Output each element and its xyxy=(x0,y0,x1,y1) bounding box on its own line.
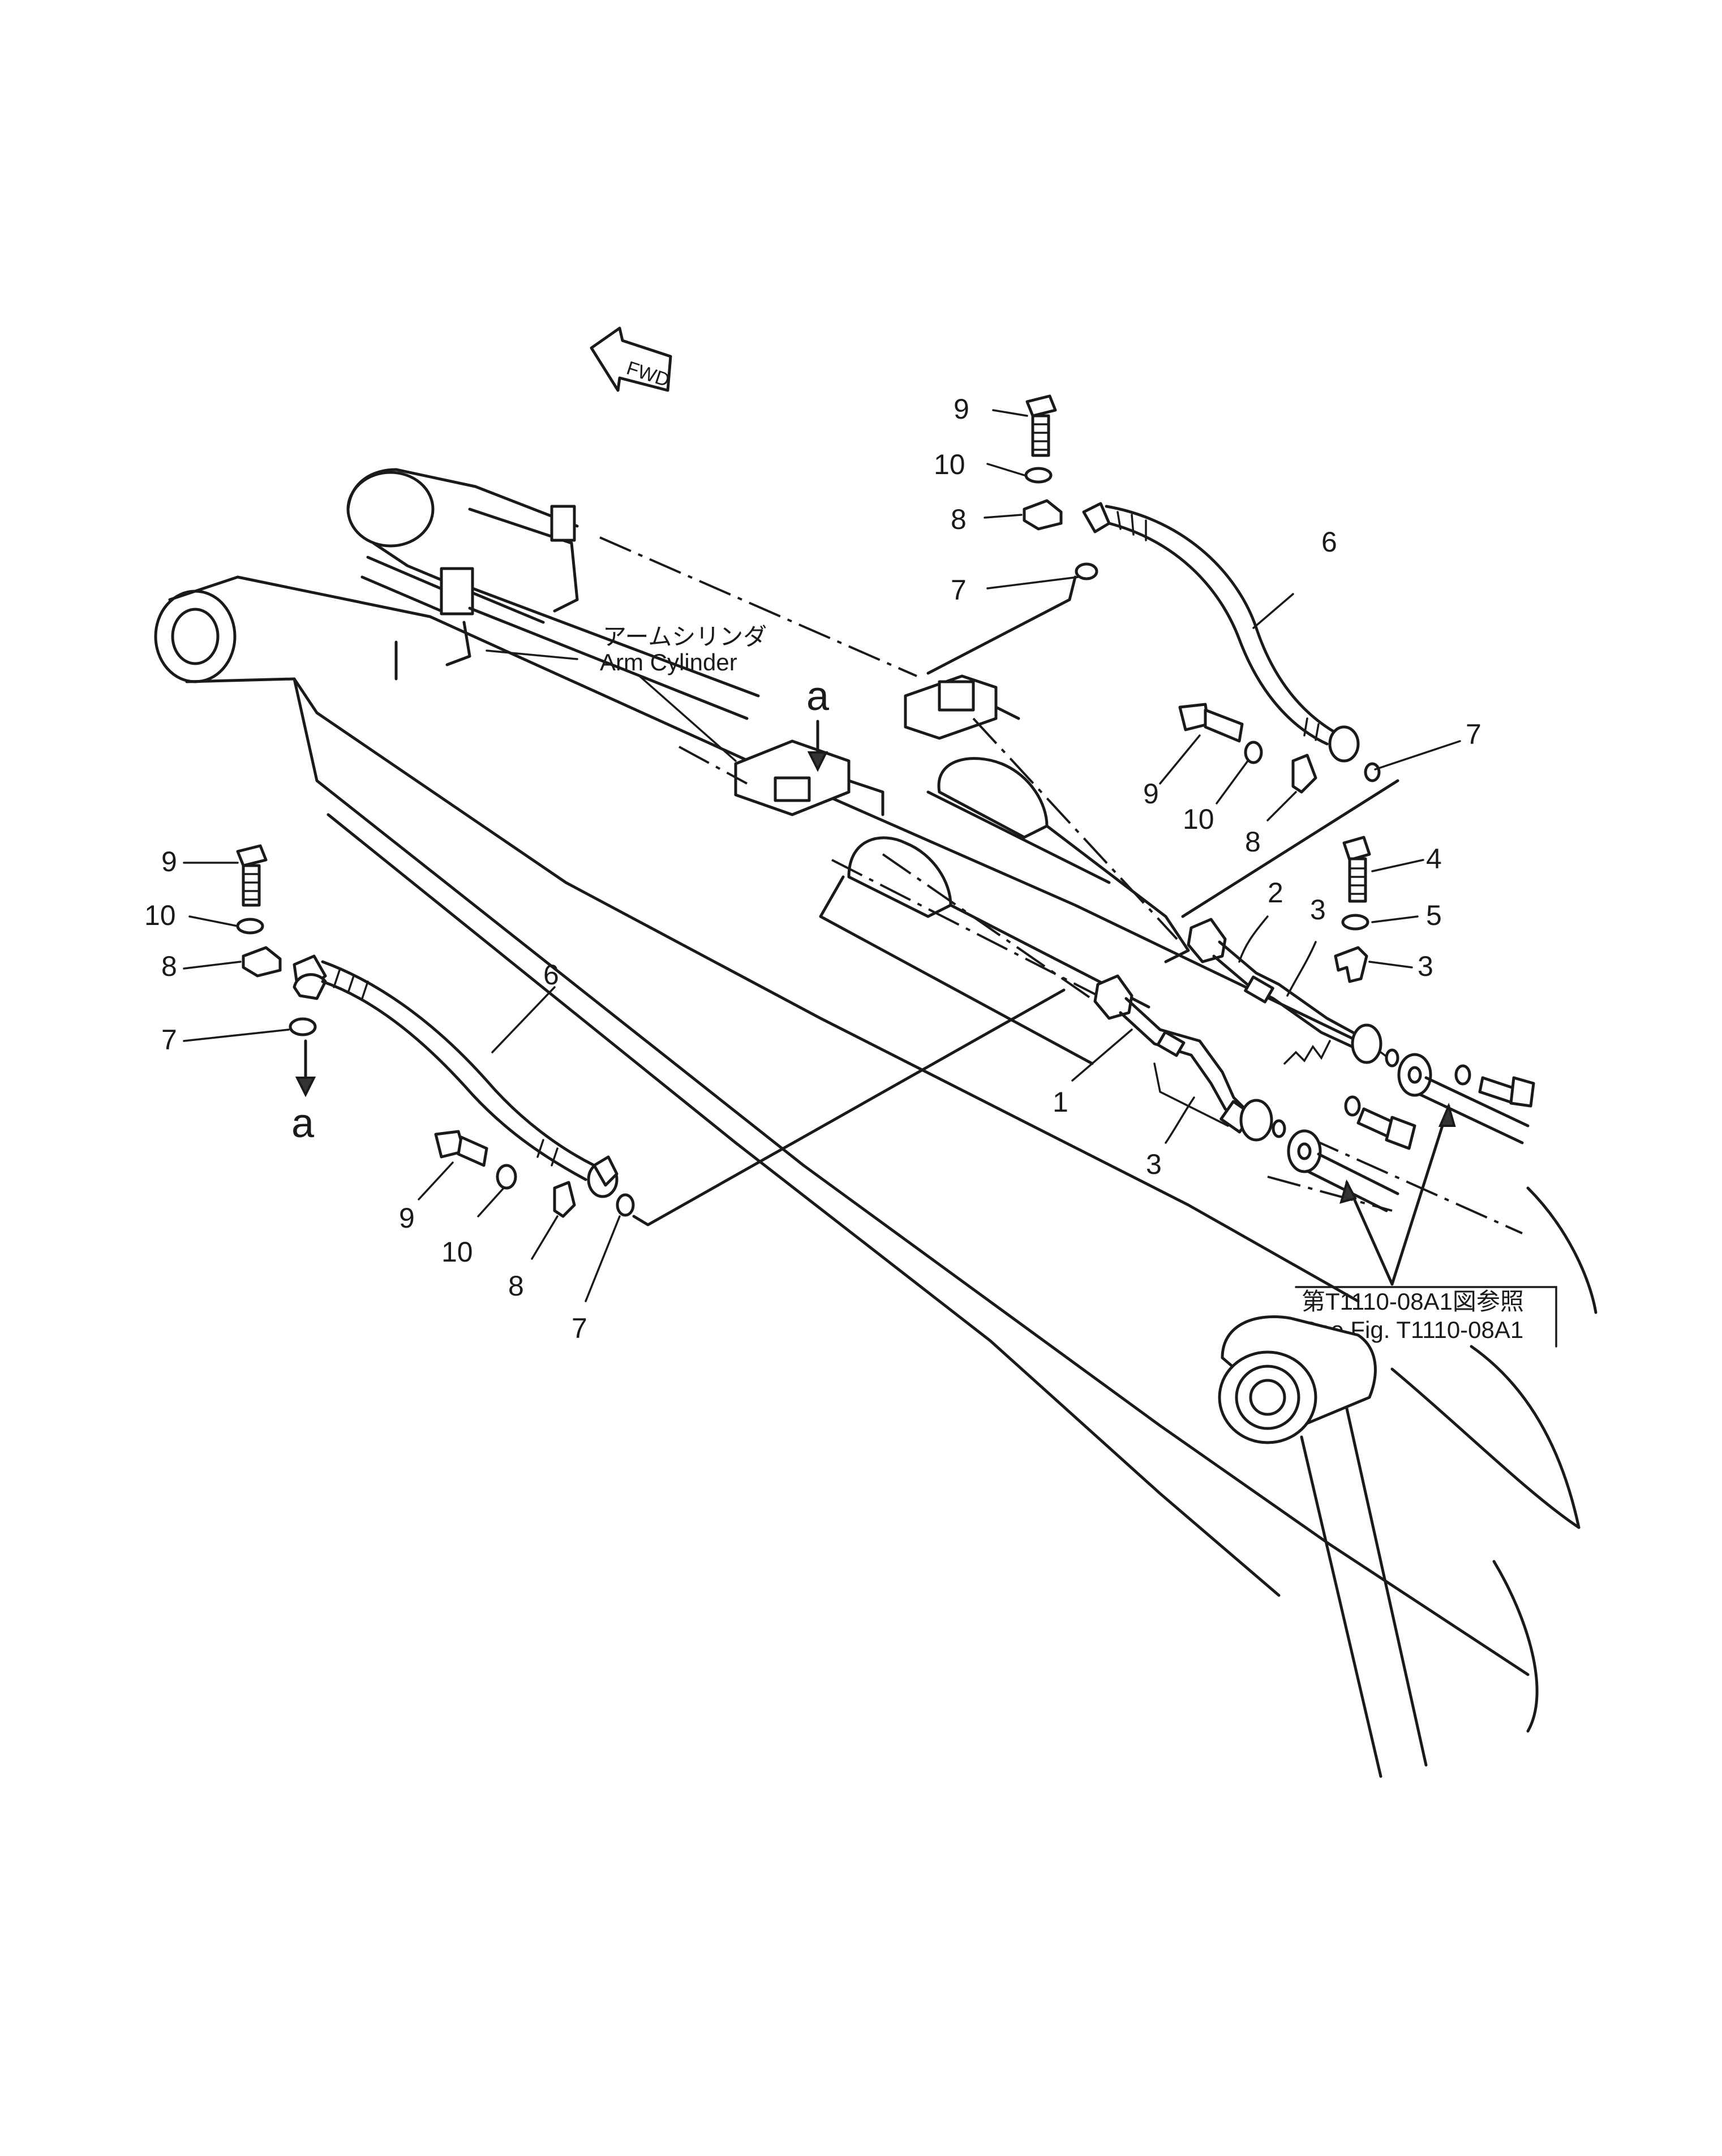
lower-left-fastener-group xyxy=(418,988,1066,1302)
split-flange-icon xyxy=(242,946,282,978)
view-marker-top: a xyxy=(806,674,830,719)
callout-right-3-lower: 3 xyxy=(1418,950,1433,982)
callout-lower-7: 7 xyxy=(572,1312,587,1344)
right-upper-fastener-group xyxy=(1334,836,1424,983)
arm-cylinder-label: アームシリンダ Arm Cylinder xyxy=(486,623,767,762)
boom-structure xyxy=(154,575,1598,1733)
assembly-center-lines xyxy=(599,536,1523,1234)
cylinder-rod-ends xyxy=(819,757,1190,1065)
view-marker-left: a xyxy=(291,1101,315,1146)
arm-cylinder-lower xyxy=(360,556,760,720)
washer-icon xyxy=(1341,914,1369,931)
callout-right-9: 9 xyxy=(1143,778,1159,810)
view-a-markers: a a xyxy=(291,674,830,1146)
arm-cylinder-label-english: Arm Cylinder xyxy=(600,649,737,675)
bolt-icon xyxy=(1342,836,1371,903)
callout-top-8: 8 xyxy=(951,504,967,535)
clamp-icon xyxy=(1334,946,1368,983)
callout-right-10: 10 xyxy=(1183,803,1214,835)
o-ring-icon xyxy=(616,1193,635,1217)
callout-left-9: 9 xyxy=(161,846,177,877)
o-ring-icon xyxy=(1075,562,1098,580)
bolt-icon xyxy=(434,1130,488,1167)
o-ring-icon xyxy=(289,1017,317,1036)
callout-lower-10: 10 xyxy=(441,1236,473,1268)
callout-right-8: 8 xyxy=(1245,826,1261,858)
bolt-icon xyxy=(1178,703,1244,743)
o-ring-icon xyxy=(1364,762,1381,782)
callout-right-7: 7 xyxy=(1466,718,1481,750)
bolt-icon xyxy=(1025,394,1057,457)
reference-callout: 第T1110-08A1図参照 See Fig. T1110-08A1 xyxy=(1295,1103,1557,1348)
tube-2-assembly xyxy=(1187,915,1399,1068)
callout-top-6: 6 xyxy=(1321,526,1337,558)
reference-label-japanese: 第T1110-08A1図参照 xyxy=(1302,1288,1524,1315)
split-flange-icon xyxy=(1291,754,1317,794)
callout-tube-1: 1 xyxy=(1053,1086,1068,1118)
fwd-arrow: FWD xyxy=(590,326,672,392)
washer-icon xyxy=(1244,741,1263,764)
callout-left-7: 7 xyxy=(161,1024,177,1056)
callout-left-6: 6 xyxy=(543,959,559,991)
arm-cylinder-upper xyxy=(346,468,579,624)
bolt-icon xyxy=(236,844,268,907)
washer-icon xyxy=(1024,467,1053,484)
callout-right-5: 5 xyxy=(1426,900,1442,931)
callout-right-3-upper: 3 xyxy=(1310,894,1326,926)
callout-right-4: 4 xyxy=(1426,843,1442,875)
washer-icon xyxy=(496,1164,517,1190)
arm-cylinder-label-japanese: アームシリンダ xyxy=(603,623,767,650)
split-flange-icon xyxy=(553,1181,576,1218)
callout-tube-1-clamp-3: 3 xyxy=(1146,1148,1162,1180)
callout-tube-2: 2 xyxy=(1268,877,1283,909)
callout-left-10: 10 xyxy=(144,900,176,931)
right-flange-bolts xyxy=(1287,1053,1535,1212)
washer-icon xyxy=(1454,1064,1471,1086)
callout-lower-8: 8 xyxy=(508,1270,524,1302)
tube-1-assembly xyxy=(1071,974,1286,1144)
washer-icon xyxy=(236,918,264,935)
callout-top-7: 7 xyxy=(951,574,967,606)
lower-pin-boss xyxy=(1218,1315,1428,1778)
callout-left-8: 8 xyxy=(161,950,177,982)
bolt-icon xyxy=(1356,1107,1416,1150)
callout-top-9: 9 xyxy=(954,393,969,425)
top-hose-assembly xyxy=(926,394,1360,763)
washer-icon xyxy=(1344,1095,1361,1117)
right-mid-fastener-group xyxy=(1159,703,1461,918)
callout-top-10: 10 xyxy=(934,449,965,480)
left-hose-assembly xyxy=(183,844,619,1198)
callout-numbers: 9 10 8 7 6 9 10 8 7 4 5 3 3 2 1 3 9 10 8… xyxy=(144,393,1481,1344)
callout-lower-9: 9 xyxy=(399,1202,415,1234)
bolt-icon xyxy=(1478,1076,1535,1108)
split-flange-icon xyxy=(1023,499,1063,531)
